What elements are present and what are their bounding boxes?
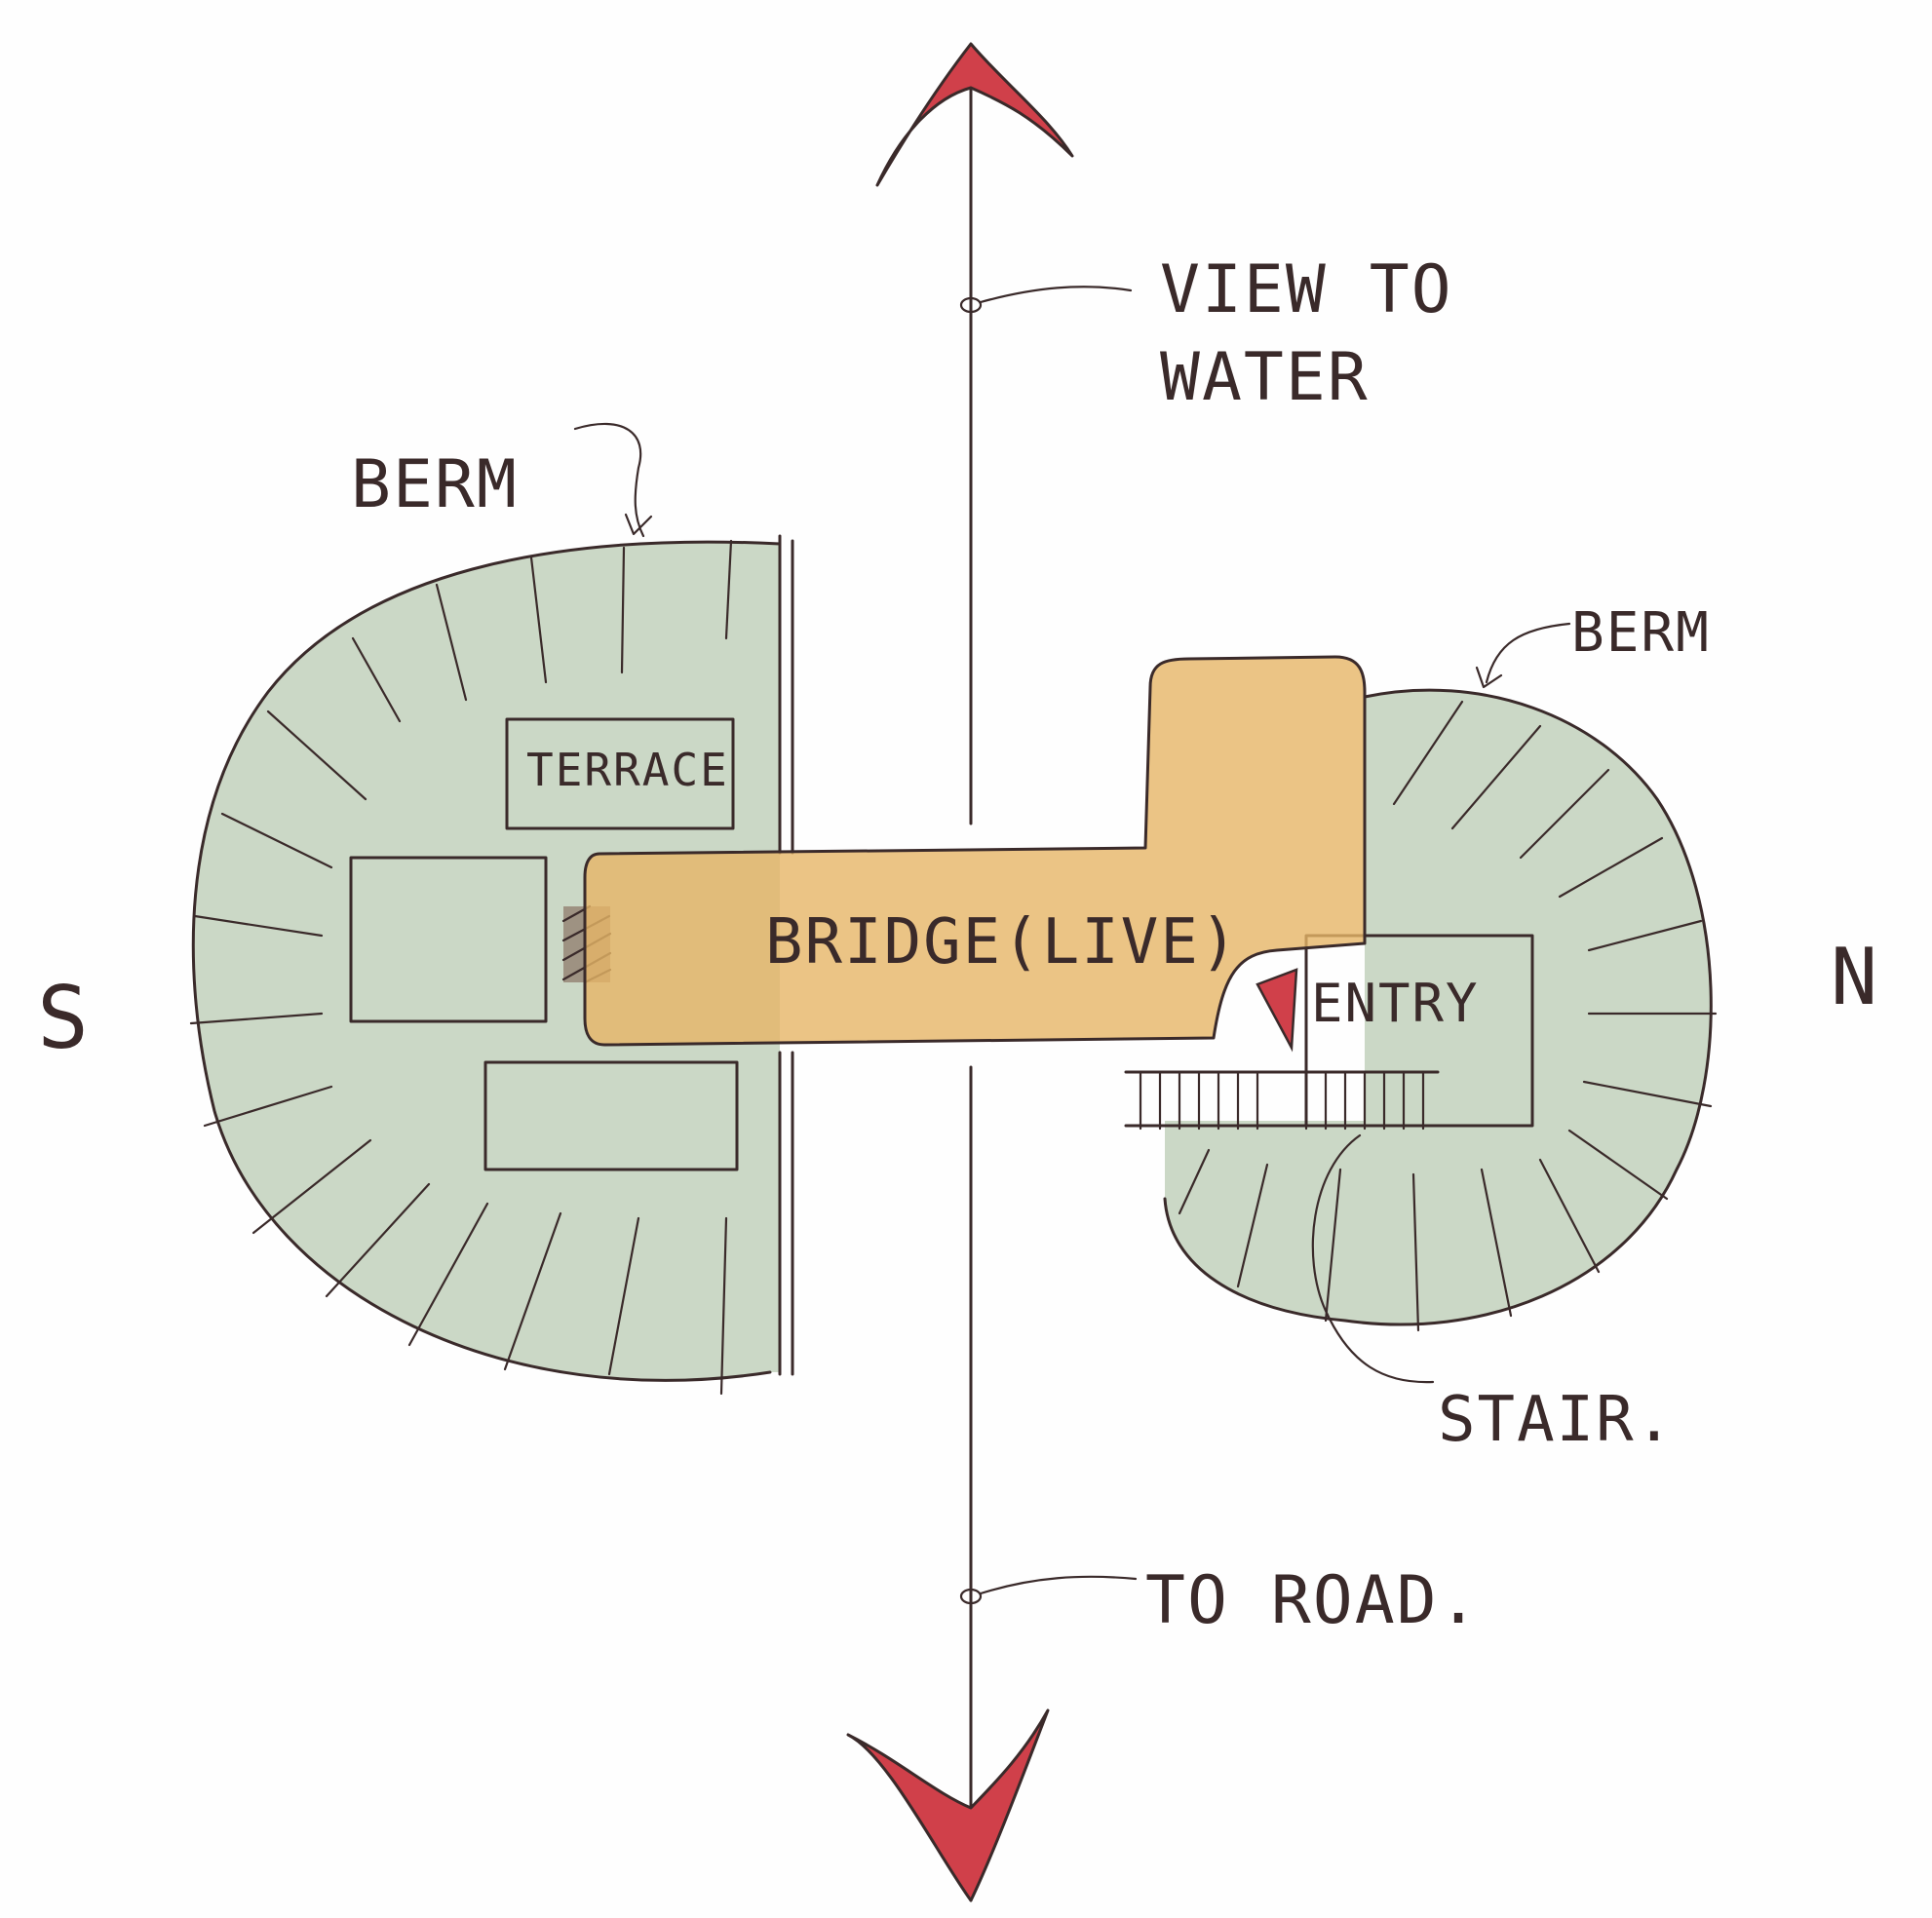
right-berm-outline	[1163, 688, 1713, 1326]
terrace-room	[505, 717, 735, 830]
south-label: S	[37, 968, 91, 1068]
berm-left-label: BERM	[351, 446, 519, 523]
north-label: N	[1831, 932, 1879, 1022]
to-road-label: TO ROAD.	[1145, 1562, 1481, 1639]
entry-label: ENTRY	[1311, 973, 1480, 1034]
right-berm-fill	[1165, 690, 1712, 1325]
arrow-down-icon	[846, 1708, 1050, 1902]
view-to-water-label-line2: WATER	[1160, 339, 1370, 416]
left-berm-hatch	[189, 539, 733, 1396]
bridge-outline	[583, 655, 1367, 1047]
stair-label: STAIR.	[1438, 1384, 1675, 1456]
view-to-water-label-line1: VIEW TO	[1160, 251, 1453, 328]
right-berm-hatch	[1178, 700, 1718, 1332]
bridge-label: BRIDGE(LIVE)	[765, 906, 1239, 978]
terrace-label: TERRACE	[526, 744, 729, 796]
left-room-lower	[483, 1060, 739, 1171]
entry-arrow-icon	[1256, 968, 1298, 1053]
left-berm-outline	[191, 540, 782, 1382]
leader-lines	[573, 286, 1571, 1605]
stair	[1124, 1070, 1440, 1131]
left-room-middle	[349, 856, 548, 1023]
arrow-up-icon	[875, 42, 1074, 187]
berm-right-label: BERM	[1571, 601, 1711, 665]
